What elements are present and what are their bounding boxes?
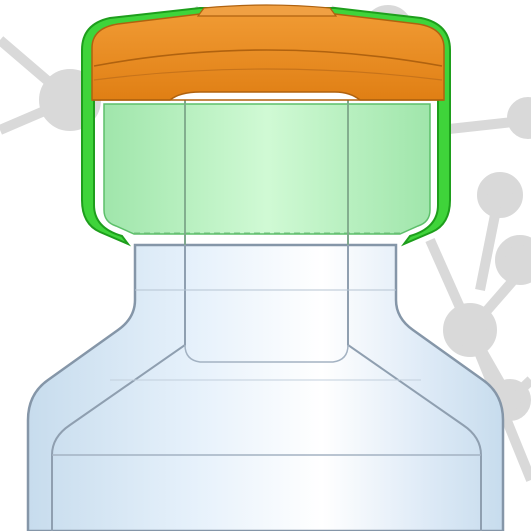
vial-inner-bore — [184, 344, 349, 363]
vial-glass — [26, 100, 505, 531]
network-node — [477, 172, 523, 218]
vial-outer-wall — [26, 243, 505, 531]
vial-inner-wall — [347, 100, 482, 531]
cap-top-button — [196, 4, 338, 17]
cap-body — [91, 13, 445, 101]
cap-ridge-line — [93, 49, 443, 67]
network-node — [443, 303, 497, 357]
rubber-stopper — [103, 103, 431, 235]
network-node — [507, 97, 531, 139]
network-node — [495, 235, 531, 285]
cap-ridge-line — [93, 68, 443, 81]
flip-off-cap — [91, 4, 445, 101]
vial-inner-wall — [51, 100, 186, 531]
